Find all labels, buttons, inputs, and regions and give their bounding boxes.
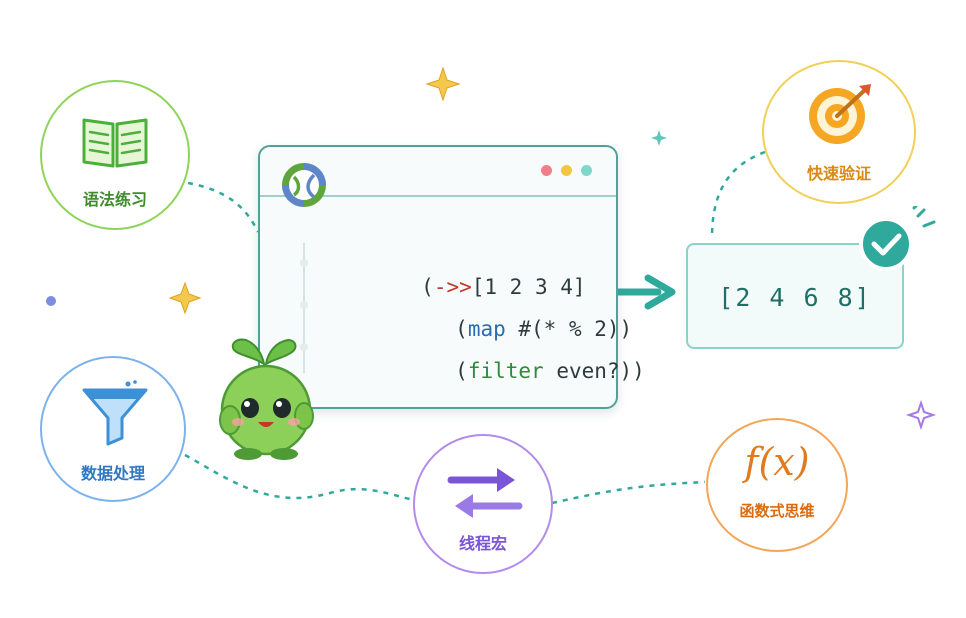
- window-minimize-dot[interactable]: [561, 165, 572, 176]
- connector-verify: [710, 150, 766, 239]
- result-value: [2 4 6 8]: [718, 283, 872, 312]
- target-icon: [809, 84, 871, 144]
- code-line-1: (->>[1 2 3 4]: [320, 251, 586, 323]
- clojure-logo-icon: [282, 163, 326, 207]
- connector-syntax: [187, 181, 260, 233]
- node-verify-label: 快速验证: [806, 164, 871, 183]
- code-paren: (: [421, 275, 434, 299]
- node-functional-label: 函数式思维: [739, 502, 815, 520]
- funnel-icon: [82, 380, 148, 446]
- code-args: even?)): [543, 359, 645, 383]
- connector-threading-functional: [551, 480, 706, 505]
- code-paren: (: [455, 317, 468, 341]
- open-book-icon: [82, 118, 148, 168]
- sparkle-icon: [905, 399, 937, 431]
- node-data-label: 数据处理: [80, 464, 145, 483]
- code-vector: [1 2 3 4]: [471, 275, 586, 299]
- dot-decoration: [46, 296, 56, 306]
- node-threading-macro: 线程宏: [413, 434, 553, 574]
- window-maximize-dot[interactable]: [581, 165, 592, 176]
- code-editor-window: (->>[1 2 3 4] (map #(* % 2)) (filter eve…: [258, 145, 645, 409]
- code-fn-map: map: [467, 317, 506, 341]
- success-check-icon: [859, 206, 936, 271]
- connector-data-threading: [184, 453, 415, 502]
- mascot-sprout-character: [219, 338, 314, 460]
- code-line-3: (filter even?)): [354, 335, 645, 407]
- code-fn-filter: filter: [467, 359, 544, 383]
- editor-titlebar: [260, 147, 616, 207]
- node-syntax-practice: 语法练习: [40, 80, 190, 230]
- node-syntax-label: 语法练习: [82, 190, 147, 209]
- swap-arrows-icon: [447, 468, 523, 518]
- code-gutter: [300, 243, 308, 373]
- node-threading-label: 线程宏: [458, 534, 507, 553]
- window-close-dot[interactable]: [541, 165, 552, 176]
- sparkle-icon: [425, 66, 461, 102]
- result-box: [2 4 6 8]: [686, 243, 904, 349]
- node-data-processing: 数据处理: [40, 356, 186, 502]
- code-threading-arrow: ->>: [433, 275, 472, 299]
- code-line-2: (map #(* % 2)): [354, 293, 632, 365]
- code-args: #(* % 2)): [505, 317, 633, 341]
- node-functional-thinking: f(x) 函数式思维: [706, 418, 848, 552]
- code-paren: (: [455, 359, 468, 383]
- sparkle-icon: [651, 130, 667, 146]
- node-quick-verify: 快速验证: [762, 60, 916, 204]
- sparkle-icon: [168, 281, 202, 315]
- function-icon: f(x): [744, 440, 810, 484]
- result-arrow-head-icon: [644, 274, 676, 310]
